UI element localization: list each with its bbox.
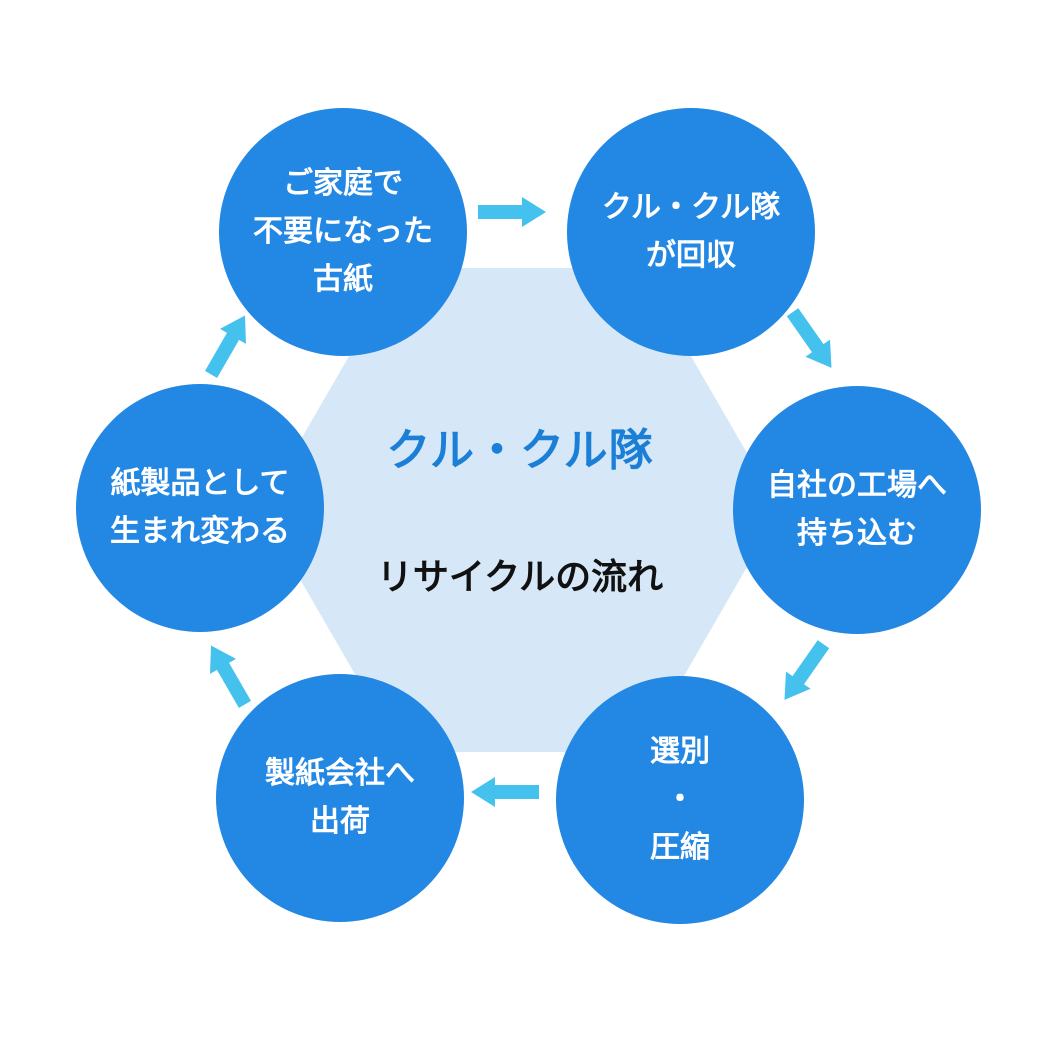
- node-label-line: ・: [665, 782, 695, 817]
- node-label-line: 出荷: [310, 804, 370, 839]
- node-label-line: 製紙会社へ: [265, 756, 415, 791]
- node-label-line: ご家庭で: [283, 166, 403, 201]
- node-label-line: 紙製品として: [110, 466, 290, 501]
- down-left-arrow-icon: [772, 636, 836, 709]
- node-label-line: 持ち込む: [797, 516, 917, 551]
- center-hexagon: [260, 268, 780, 752]
- node-label-line: 生まれ変わる: [110, 514, 290, 549]
- up-left-arrow-icon: [198, 638, 258, 712]
- node-factory: 自社の工場へ持ち込む: [733, 386, 981, 634]
- node-label-line: 古紙: [313, 262, 373, 297]
- node-label-line: クル・クル隊: [601, 190, 781, 225]
- up-right-arrow-icon: [198, 308, 258, 382]
- node-label-line: 不要になった: [253, 214, 433, 249]
- node-collection: クル・クル隊が回収: [567, 108, 815, 356]
- node-label-line: が回収: [646, 238, 736, 273]
- node-label-line: 選別: [650, 734, 710, 769]
- right-arrow-icon: [478, 197, 546, 227]
- node-sorting-compression: 選別・圧縮: [556, 676, 804, 924]
- node-reborn: 紙製品として生まれ変わる: [76, 384, 324, 632]
- left-arrow-icon: [471, 777, 539, 807]
- node-label-line: 自社の工場へ: [767, 468, 947, 503]
- center-title: クル・クル隊: [386, 425, 654, 476]
- node-shipping: 製紙会社へ出荷: [216, 674, 464, 922]
- center-subtitle: リサイクルの流れ: [376, 557, 664, 598]
- node-discarded-paper: ご家庭で不要になった古紙: [219, 108, 467, 356]
- node-label-line: 圧縮: [650, 830, 710, 865]
- down-right-arrow-icon: [780, 304, 844, 377]
